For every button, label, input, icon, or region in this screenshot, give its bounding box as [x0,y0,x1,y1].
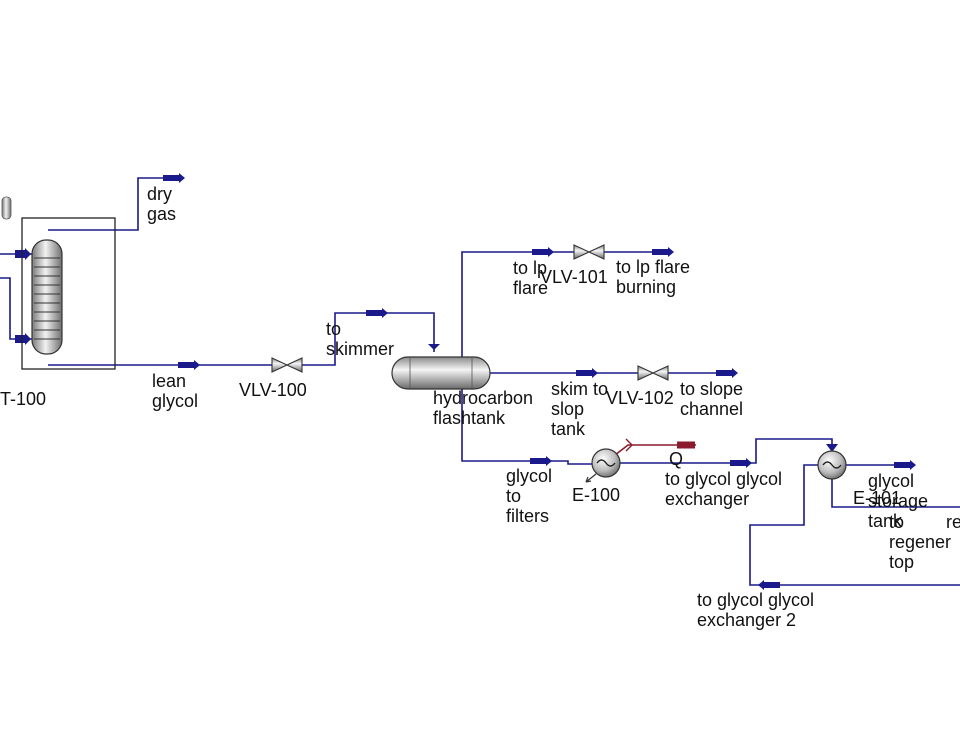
label-glycol-storage-tank: glycol storage tank [868,471,929,531]
label-skim-to-slop-tank: skim to slop tank [551,379,609,439]
label-lean-glycol: lean glycol [152,371,199,411]
horizontal-vessel-icon [391,356,491,390]
stream-dry-gas[interactable] [48,177,180,231]
stream-arrow-icon [826,444,838,452]
bowtie-valve-icon [573,244,605,260]
label-to-slope-channel: to slope channel [680,379,744,419]
label-vlv-102: VLV-102 [606,388,674,408]
label-t-100: T-100 [0,389,47,409]
stream-arrow-icon [178,360,200,370]
stream-arrow-icon [532,247,554,257]
label-to-skimmer: to skimmer [326,319,394,359]
label-to-regenerator-top: to regener top [889,512,952,572]
bowtie-valve-icon [271,357,303,373]
stream-arrows [15,173,916,590]
stream-to-glycol-glycol-exchanger[interactable] [620,438,833,464]
label-to-glycol-glycol-exchanger-2: to glycol glycol exchanger 2 [697,590,815,630]
stream-to-glycol-glycol-exchanger-2[interactable] [749,464,960,586]
stream-to-regenerator-top[interactable] [831,477,960,508]
stream-arrow-icon [716,368,738,378]
valve-vlv-102[interactable] [637,365,669,381]
bowtie-valve-icon [637,365,669,381]
energy-out-arrow-icon [585,473,597,483]
label-cut-off: re [946,512,960,532]
tray-column-icon [31,239,63,355]
material-streams [0,177,960,586]
partial-unit-icon [1,196,12,220]
column-trays [34,257,60,340]
label-to-glycol-glycol-exchanger: to glycol glycol exchanger [665,469,783,509]
stream-arrow-icon [163,173,185,183]
label-hydrocarbon-flashtank: hydrocarbon flashtank [433,388,534,428]
flash-tank[interactable] [391,356,491,390]
stream-arrow-icon [576,368,598,378]
stream-arrow-icon [15,333,31,345]
stream-arrow-icon [758,580,780,590]
label-to-lp-flare: to lp flare [513,258,549,298]
label-e-101: E-101 [853,488,902,508]
label-glycol-to-filters: glycol to filters [506,466,553,526]
energy-arrow-icon [677,441,695,449]
exchanger-e-100[interactable] [585,448,621,483]
label-to-lp-flare-burning: to lp flare burning [616,257,691,297]
valve-vlv-101[interactable] [573,244,605,260]
label-e-100: E-100 [572,485,621,505]
stream-arrow-icon [428,344,440,350]
exchanger-e-101[interactable] [817,450,847,480]
stream-feed-bottom[interactable] [0,277,32,340]
stream-arrow-icon [366,308,388,318]
valve-vlv-100[interactable] [271,357,303,373]
energy-arrowhead-icon [625,438,633,452]
label-vlv-101: VLV-101 [540,267,608,287]
label-q: Q [669,449,684,469]
stream-valve-to-skimmer[interactable] [302,312,435,366]
stream-arrow-icon [530,456,552,466]
absorber-frame [21,217,116,370]
stream-glycol-to-filters[interactable] [461,388,592,465]
label-vlv-100: VLV-100 [239,380,307,400]
stream-arrow-icon [652,247,674,257]
stream-arrow-icon [894,460,916,470]
stream-arrow-icon [730,458,752,468]
stream-arrow-icon [15,248,31,260]
absorber-t-100[interactable] [21,217,116,370]
label-dry-gas: dry gas [147,184,177,224]
